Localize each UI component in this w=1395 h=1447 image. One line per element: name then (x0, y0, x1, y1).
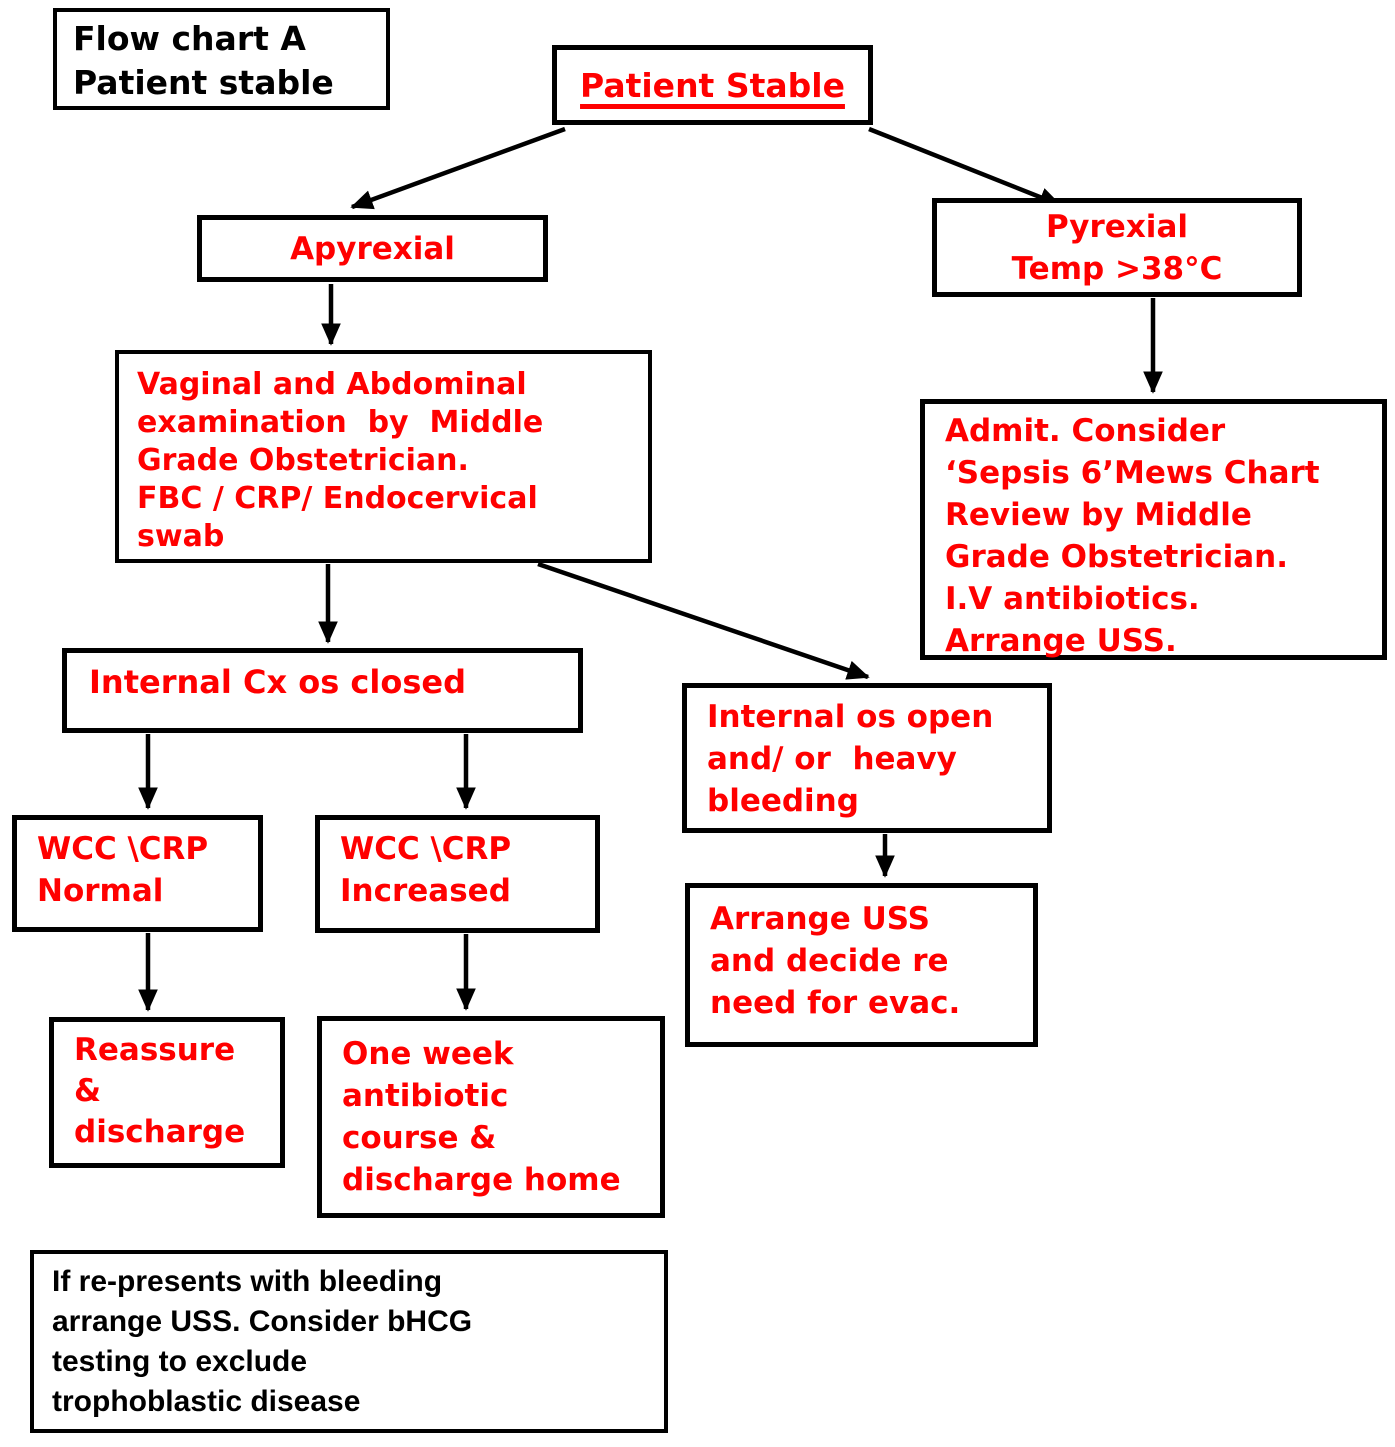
node-patient-stable: Patient Stable (552, 45, 873, 125)
arrow-vaginal-exam-to-internal-os-open (537, 561, 870, 680)
node-wcc-crp-increased: WCC \CRP Increased (315, 815, 600, 933)
node-vaginal-examination: Vaginal and Abdominal examination by Mid… (115, 350, 652, 563)
arrow-patient-stable-to-pyrexial (868, 126, 1062, 208)
arrow-patient-stable-to-apyrexial (350, 126, 566, 210)
note-re-presents: If re-presents with bleeding arrange USS… (30, 1250, 668, 1433)
node-reassure-discharge: Reassure & discharge (49, 1017, 285, 1168)
node-internal-os-open: Internal os open and/ or heavy bleeding (682, 683, 1052, 833)
node-arrange-uss: Arrange USS and decide re need for evac. (685, 883, 1038, 1047)
node-one-week-antibiotics: One week antibiotic course & discharge h… (317, 1016, 665, 1218)
node-internal-os-closed: Internal Cx os closed (62, 648, 583, 733)
node-apyrexial: Apyrexial (197, 215, 548, 282)
node-wcc-crp-normal: WCC \CRP Normal (12, 815, 263, 932)
node-pyrexial: Pyrexial Temp >38°C (932, 198, 1302, 297)
flowchart-title-note: Flow chart A Patient stable (53, 8, 390, 110)
node-admit-sepsis: Admit. Consider ‘Sepsis 6’Mews Chart Rev… (920, 399, 1387, 660)
